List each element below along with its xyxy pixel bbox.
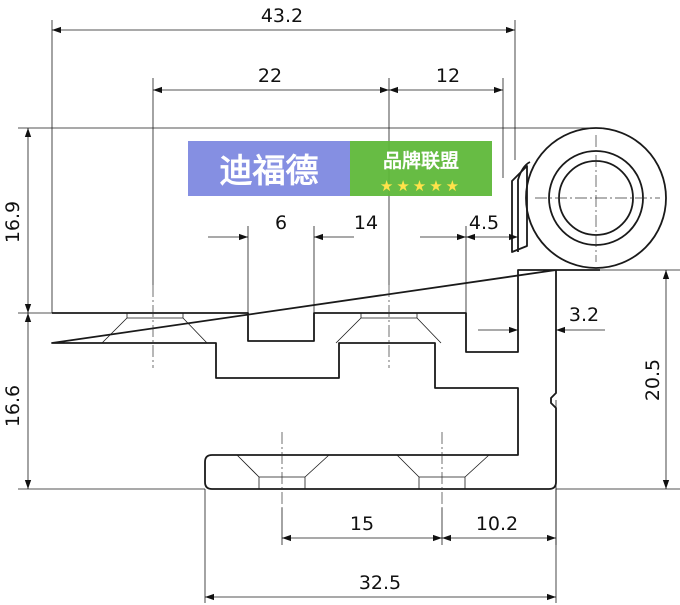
hinge-leaf-outline — [51, 269, 600, 490]
watermark-tagline: 品牌联盟 — [383, 149, 459, 172]
dim-step-spacing: 14 — [354, 212, 378, 234]
dim-hole-spacing-upper: 22 — [258, 65, 282, 87]
dim-height-lower: 16.6 — [2, 385, 24, 427]
knuckle-connector — [517, 161, 531, 252]
watermark-brand: 迪福德 — [220, 151, 319, 190]
countersinks-lower — [236, 454, 490, 489]
dimension-lines — [24, 26, 670, 601]
dim-wall-thickness: 3.2 — [569, 304, 599, 326]
dimension-labels: 43.2 22 12 6 14 4.5 3.2 16.9 16.6 20.5 1… — [2, 5, 664, 594]
dim-overall-width-lower: 32.5 — [359, 572, 401, 594]
dim-height-right: 20.5 — [642, 359, 664, 401]
knuckle-tab — [511, 165, 528, 253]
watermark-rating: ★★★★★ — [380, 177, 462, 195]
dim-hole-to-edge-lower: 10.2 — [476, 513, 518, 535]
watermark: 迪福德 品牌联盟 ★★★★★ — [188, 141, 492, 196]
dim-step-to-wall: 4.5 — [469, 212, 499, 234]
dim-hole-to-pin: 12 — [436, 65, 460, 87]
watermark-brand-bg — [188, 141, 350, 196]
countersink-lower-1 — [236, 454, 330, 489]
center-lines — [152, 135, 660, 508]
countersinks-upper — [101, 313, 442, 344]
dim-height-upper: 16.9 — [2, 201, 24, 243]
dim-overall-width: 43.2 — [261, 5, 303, 27]
countersink-upper-2 — [335, 313, 442, 344]
dim-slot-width: 6 — [275, 212, 287, 234]
dim-hole-spacing-lower: 15 — [350, 513, 374, 535]
countersink-upper-1 — [101, 313, 208, 344]
watermark-tagline-bg — [350, 141, 492, 196]
countersink-lower-2 — [396, 454, 490, 489]
